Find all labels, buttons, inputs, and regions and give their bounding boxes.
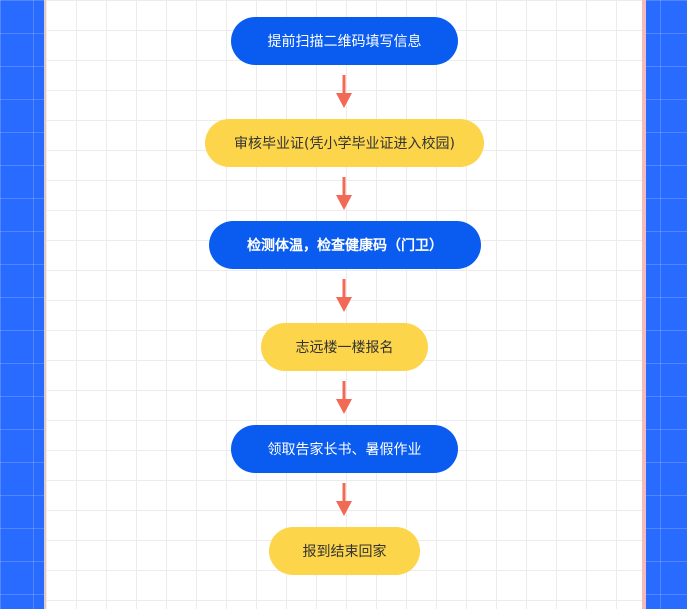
step-label: 领取告家长书、暑假作业 [267,442,422,458]
step-label: 提前扫描二维码填写信息 [267,34,422,50]
arrow-down-icon [336,279,352,312]
arrow-down-icon [336,177,352,210]
step-label: 检测体温，检查健康码（门卫） [247,238,443,254]
step-scan-qr-code: 提前扫描二维码填写信息 [231,17,458,65]
step-label: 审核毕业证(凭小学毕业证进入校园) [234,136,455,152]
step-temperature-health-code: 检测体温，检查健康码（门卫） [209,221,481,269]
step-registration: 志远楼一楼报名 [261,323,428,371]
step-label: 报到结束回家 [302,544,387,560]
step-label: 志远楼一楼报名 [295,340,394,356]
arrow-down-icon [336,381,352,414]
step-check-graduation-certificate: 审核毕业证(凭小学毕业证进入校园) [205,119,484,167]
step-receive-letter-homework: 领取告家长书、暑假作业 [231,425,458,473]
arrow-down-icon [336,75,352,108]
arrow-down-icon [336,483,352,516]
step-finish-go-home: 报到结束回家 [269,527,420,575]
